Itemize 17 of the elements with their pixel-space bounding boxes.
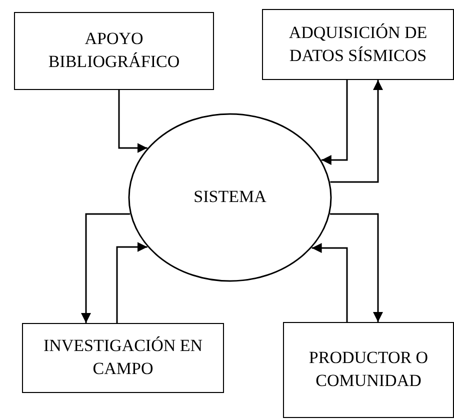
arrow bbox=[81, 213, 130, 323]
entity-box bbox=[283, 322, 454, 418]
arrow bbox=[116, 242, 148, 323]
arrow bbox=[118, 90, 148, 153]
node-label: APOYO BIBLIOGRÁFICO bbox=[47, 28, 181, 73]
node-label: ADQUISICIÓN DE DATOS SÍSMICOS bbox=[288, 22, 428, 66]
node-label: PRODUCTOR O COMUNIDAD bbox=[308, 347, 428, 392]
node-label: INVESTIGACIÓN EN CAMPO bbox=[42, 335, 204, 380]
entity-box bbox=[22, 323, 224, 393]
arrow bbox=[330, 80, 383, 183]
arrow bbox=[330, 213, 383, 322]
entity-box bbox=[262, 9, 454, 80]
entity-box bbox=[14, 12, 214, 90]
node-label: SISTEMA bbox=[194, 186, 266, 208]
arrow bbox=[321, 80, 348, 165]
arrow bbox=[312, 243, 348, 322]
process-ellipse bbox=[128, 113, 332, 282]
